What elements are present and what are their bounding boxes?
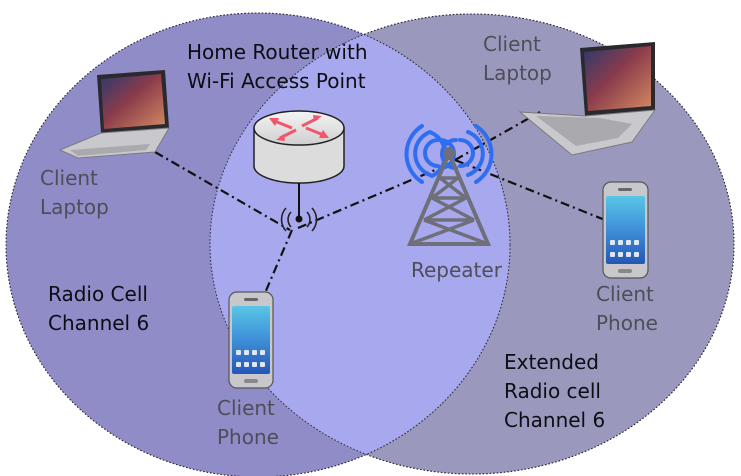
extended-cell-outline [209, 13, 735, 475]
link-repeater-laptop-right [454, 111, 541, 161]
smartphone-icon [228, 291, 274, 389]
router-icon [253, 110, 345, 223]
laptop-icon [58, 70, 170, 159]
left-laptop-label: Client Laptop [40, 166, 109, 219]
link-router-laptop-left [154, 151, 291, 231]
radio-cell-outline [5, 12, 511, 476]
link-repeater-phone-right [454, 158, 606, 222]
repeater-label: Repeater [411, 258, 502, 282]
wireless-links [154, 111, 606, 301]
extended-radio-cell-label: Extended Radio cell Channel 6 [504, 350, 606, 432]
wifi-signal-icon [280, 207, 318, 232]
right-phone-label: Client Phone [596, 282, 658, 335]
radio-tower-icon [404, 124, 494, 246]
smartphone-icon [602, 181, 649, 279]
radio-cell-label: Radio Cell Channel 6 [48, 282, 150, 335]
router-label: Home Router with Wi-Fi Access Point [187, 40, 368, 93]
laptop-icon [518, 42, 657, 156]
link-router-phone-left [260, 229, 294, 301]
link-router-repeater [297, 168, 436, 230]
right-laptop-label: Client Laptop [483, 32, 552, 85]
left-phone-label: Client Phone [217, 396, 279, 449]
